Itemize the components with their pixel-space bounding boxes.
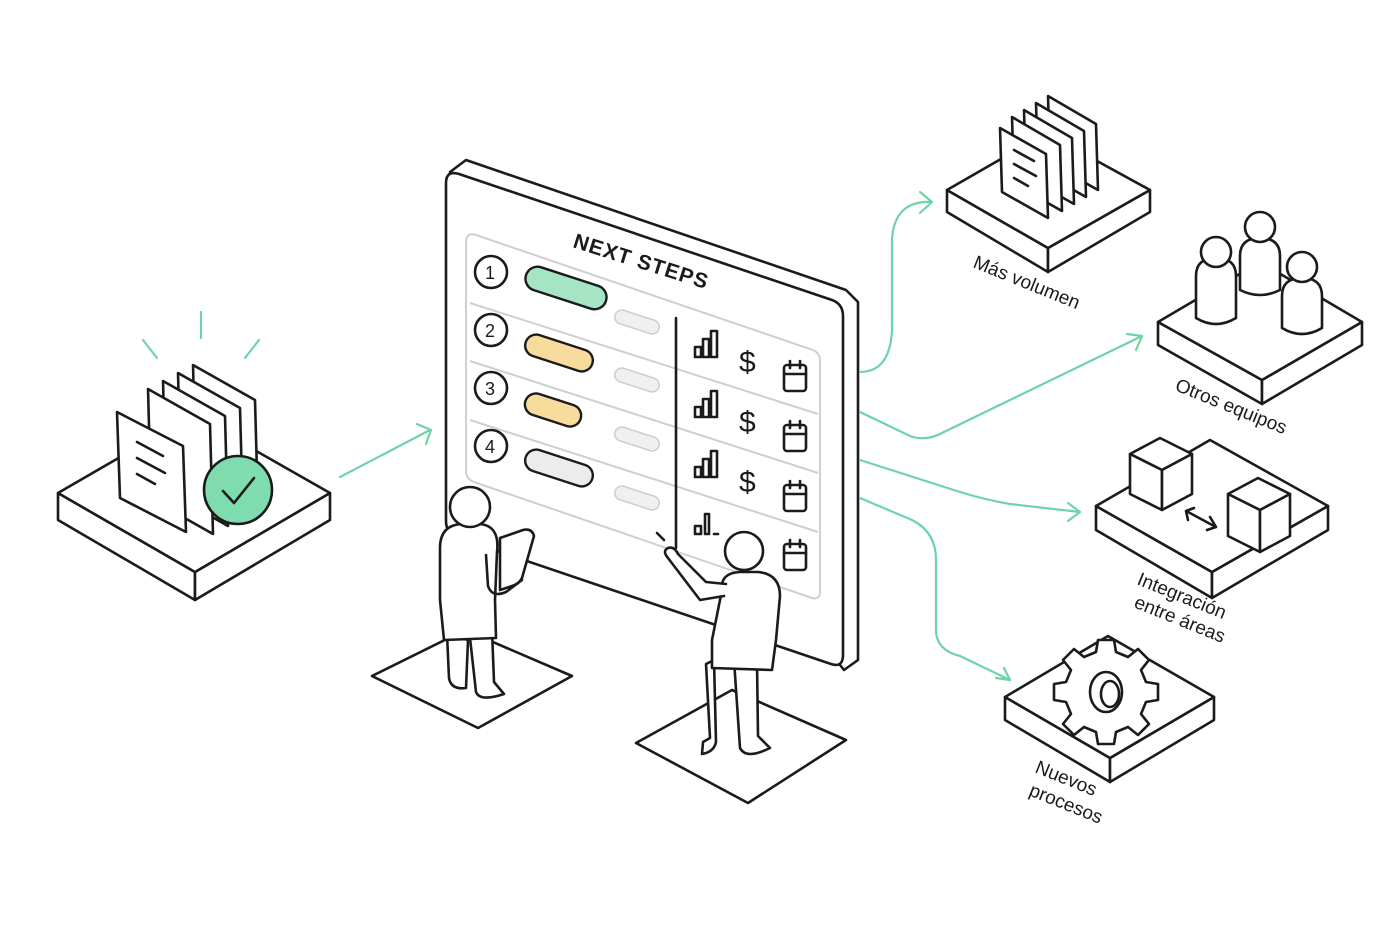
- person-icon: [655, 530, 782, 756]
- calendar-icon: [782, 538, 808, 572]
- step-bar-3: [523, 392, 583, 428]
- step-bar-2: [523, 333, 595, 373]
- step-number-label: 3: [485, 379, 495, 399]
- person-with-tablet: [370, 485, 574, 730]
- calendar-icon: [782, 419, 808, 453]
- calendar-icon: [782, 359, 808, 393]
- tablet-icon: [498, 528, 536, 592]
- swap-arrow-icon: [1184, 506, 1218, 532]
- cube-icon: [1128, 436, 1194, 512]
- teams-node: Otros equipos: [1156, 210, 1364, 439]
- bar-chart-icon: [693, 512, 720, 536]
- dollar-icon: $: [739, 406, 756, 439]
- gear-icon: [1052, 638, 1160, 746]
- placeholder-pills: [613, 309, 661, 511]
- arrow-to-board: [338, 422, 433, 479]
- sparkle-lines: [141, 310, 261, 360]
- dollar-icon: $: [739, 466, 756, 499]
- bar-chart-icon: [693, 329, 719, 359]
- step-number-1: 1: [473, 254, 509, 290]
- processes-node: Nuevos procesos: [1003, 634, 1216, 829]
- platform: [1156, 260, 1364, 406]
- step-number-4: 4: [473, 428, 509, 464]
- document-stack-icon: [998, 94, 1100, 220]
- check-badge-icon: [202, 454, 274, 526]
- cube-icon: [1226, 476, 1292, 554]
- calendar-icon: [782, 479, 808, 513]
- person-icon: [438, 485, 524, 699]
- arrow-to-integration: [858, 458, 1082, 523]
- floor-tile: [370, 628, 574, 730]
- people-icon: [1194, 210, 1324, 336]
- arrow-to-teams: [858, 332, 1144, 440]
- step-number-label: 2: [485, 321, 495, 341]
- bar-chart-icon: [693, 389, 719, 419]
- arrow-to-volume: [858, 190, 934, 374]
- integration-node: Integración entre áreas: [1094, 436, 1330, 648]
- step-number-label: 1: [485, 263, 495, 283]
- bar-chart-icon: [693, 449, 719, 479]
- step-bar-4: [523, 448, 595, 488]
- volume-node: Más volumen: [945, 94, 1152, 314]
- step-bar-1: [524, 265, 608, 311]
- dollar-icon: $: [739, 346, 756, 379]
- step-number-label: 4: [485, 437, 495, 457]
- person-pointing: [634, 530, 848, 805]
- approved-documents-node: [56, 310, 332, 602]
- step-number-3: 3: [473, 370, 509, 406]
- step-number-2: 2: [473, 312, 509, 348]
- next-steps-board: NEXT STEPS 1 2 3 4: [444, 158, 860, 672]
- arrow-to-processes: [858, 496, 1012, 682]
